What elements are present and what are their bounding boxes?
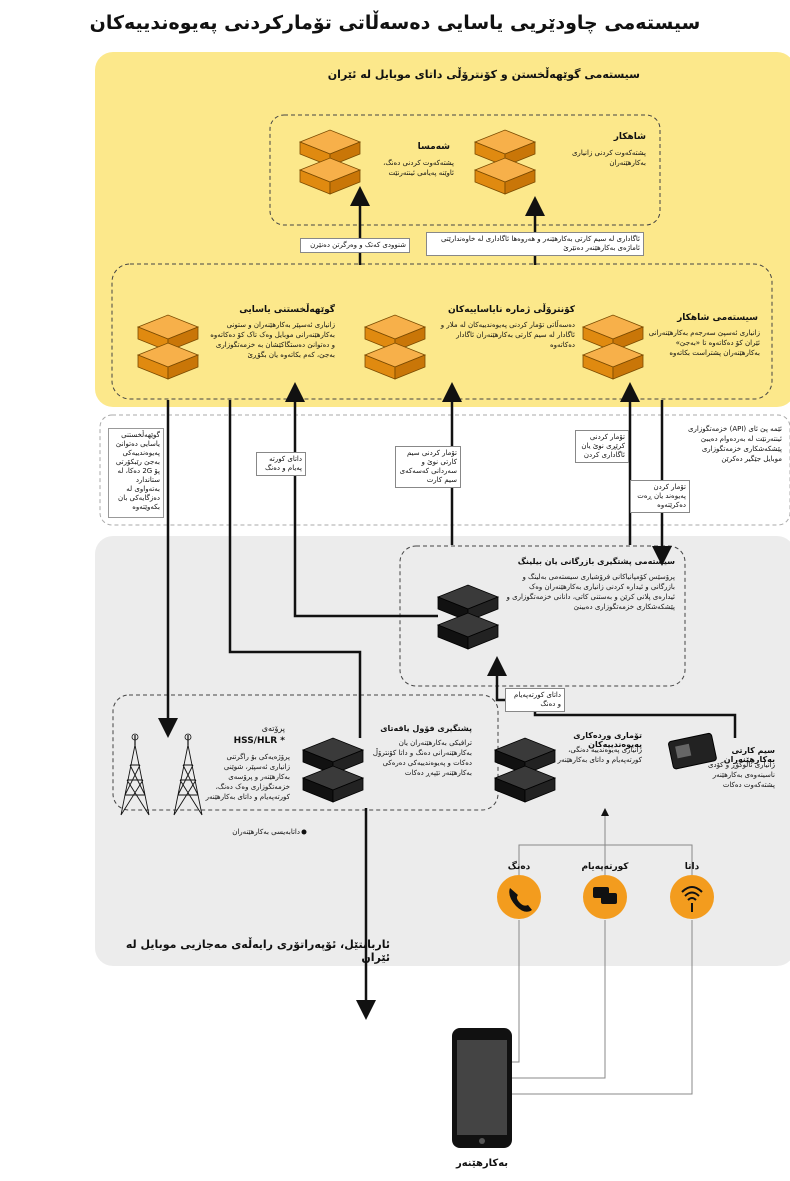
voice-channel-icon bbox=[497, 875, 541, 919]
shamsa-title: شەمسا bbox=[417, 142, 450, 152]
arrow-label-left: شنوودی کەتک و وەرگرتن دەنێرن bbox=[300, 238, 410, 253]
system-shahkar-title: سیستەمی شاهکار bbox=[677, 313, 758, 323]
middle-band bbox=[99, 414, 790, 526]
shahkar-desc: پشتەکەوت کردنی زانیاری بەکارهێنەران bbox=[571, 149, 646, 167]
system-illegal-title: کۆنترۆڵی ژمارە نایاساییەکان bbox=[447, 305, 575, 315]
user-label: بەکارهێنەر bbox=[455, 1158, 509, 1169]
business-desc: پرۆسێس کۆمپانیاکانی فرۆشیاری سیستەمی بەل… bbox=[506, 573, 675, 611]
channel-data-label: داتا bbox=[684, 862, 700, 872]
legend-label: داتابەیسی بەکارهێنەران bbox=[232, 828, 300, 836]
hlr-code: * HSS/HLR bbox=[233, 736, 285, 746]
legend-dot bbox=[301, 829, 307, 835]
sim-title: سیم کارتی بەکارهێنەران bbox=[723, 746, 775, 764]
bottom-section-bg bbox=[95, 536, 790, 966]
label-register-new: تۆمار کردنی کرێڕی نوێ یان ئاگاداری کردن bbox=[575, 430, 629, 463]
sim-desc: زانیاری ئاڵوگۆڕ و کۆدی ناسینەوەی بەکارهێ… bbox=[707, 761, 775, 789]
channel-voice-label: دەنگ bbox=[507, 862, 531, 872]
system-lawful-title: گوێهەڵخستنی یاسایی bbox=[239, 305, 335, 315]
label-data-voice: داتای کورتە پەیام و دەنگ bbox=[256, 452, 306, 476]
lawful-2g-note: گوێهەڵخستنی یاسایی دەتوانێ پەیوەندییەکی … bbox=[108, 428, 164, 518]
system-shahkar-desc: زانیاری ئەسپێ سەرجەم بەکارهێنەرانی ئێران… bbox=[648, 329, 760, 357]
page-title: سیستەمی چاودێریی یاسایی دەسەڵاتی تۆمارکر… bbox=[89, 12, 701, 34]
top-section-title: سیستەمی گوێهەڵخستن و کۆنترۆڵی داتای موبا… bbox=[327, 68, 640, 81]
hlr-box bbox=[112, 694, 499, 811]
inner-top-box bbox=[269, 114, 661, 226]
sim-card-icon bbox=[668, 732, 717, 770]
hlr-desc: پرۆژەیەکی بۆ راگرتنی زانیاری ئەسپێر، شوێ… bbox=[205, 753, 290, 801]
business-title: سیستەمی پشتگیری بازرگانی یان بیلینگ bbox=[517, 557, 675, 566]
arrow-label-right: ئاگاداری لە سیم کارتی بەکارهێنەر و هەروە… bbox=[426, 232, 644, 256]
channel-sms-label: کورتەپەیام bbox=[581, 862, 629, 872]
api-note: ئێمە پێ ئای (API) خزمەتگوزاری ئینتەرنێت … bbox=[688, 425, 782, 463]
label-sim-sms: تۆمار کردنی سیم کارتی نوێ و سەردانی کەسە… bbox=[395, 446, 461, 488]
system-lawful-desc: زانیاری ئەسپێر بەکارهێنەران و ستونی بەکا… bbox=[210, 321, 335, 359]
hlr-title: پرۆتەی bbox=[261, 724, 285, 733]
label-register-link: تۆمار کردن پەیوەند یان ڕەت دەکرێتەوە bbox=[630, 480, 690, 513]
system-illegal-desc: دەسەڵاتی تۆمار کردنی پەیوەندییەکان لە مل… bbox=[440, 321, 575, 349]
shamsa-desc: پشتەکەوت کردنی دەنگ، ئاوێنە پەیامی ئینتە… bbox=[383, 159, 454, 177]
records-title: تۆماری وردەکاری پەیوەندییەکان bbox=[573, 731, 642, 749]
shahkar-title: شاهکار bbox=[613, 132, 646, 142]
phone-icon bbox=[452, 1028, 512, 1148]
records-label: داتای کورتەپەیام و دەنگ bbox=[505, 688, 565, 712]
systems-box bbox=[111, 263, 773, 400]
bottom-section-title: ئاربانتێل، ئۆپەراتۆری رایەڵەی مەجازیی مو… bbox=[125, 938, 390, 964]
voice-title: پشتگیری فۆول یاقەتای bbox=[380, 724, 472, 733]
records-desc: زانیاری پەیوەندییە دەنگی، کورتەپەیام و د… bbox=[557, 746, 642, 764]
voice-desc: ترافیکی بەکارهێنەران یان بەکارهێنەرانی د… bbox=[372, 739, 472, 777]
